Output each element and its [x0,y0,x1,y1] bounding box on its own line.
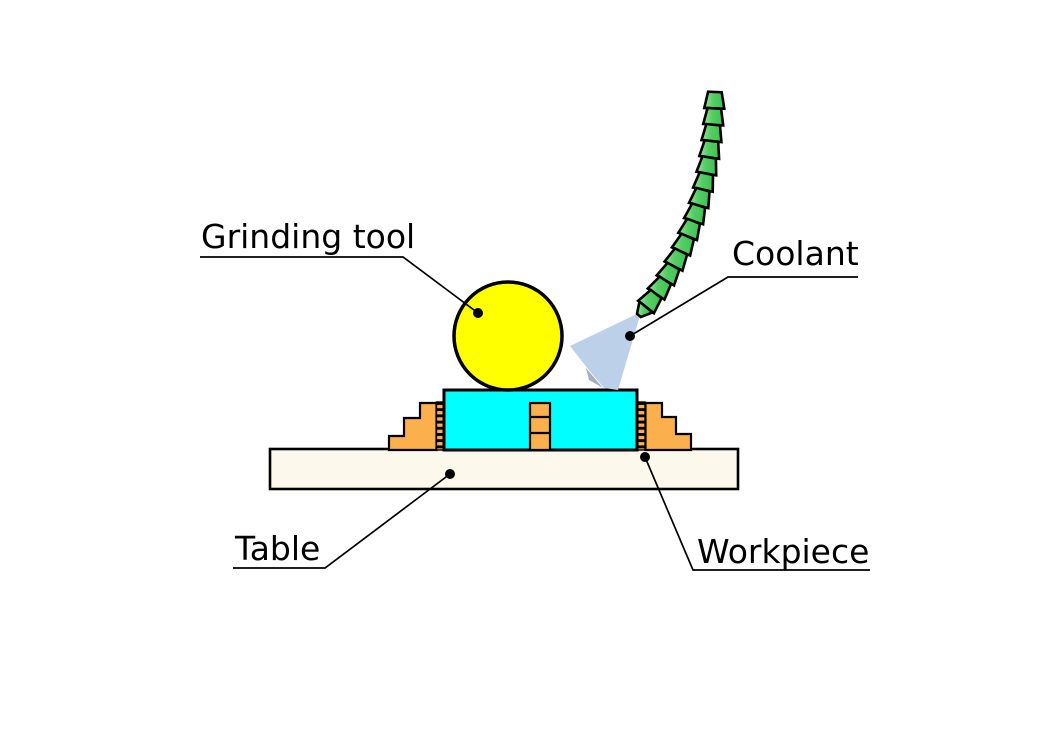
leader-line-grinding-tool [200,256,479,314]
coolant-hose [635,90,726,319]
hose-nozzle-tip [635,299,656,319]
coolant-spray-fold [586,368,603,388]
leader-dot-coolant [625,331,635,341]
leader-dots [445,308,650,479]
center-stud [528,401,552,452]
table-label: Table [234,529,320,568]
grinding-wheel [452,280,564,392]
leader-lines [200,256,870,571]
table-surface [268,447,740,491]
leader-line-coolant [629,276,858,337]
workpiece-label: Workpiece [697,532,869,571]
hose-segment [702,90,726,111]
leader-dot-workpiece [640,452,650,462]
center-stud-body [528,401,552,452]
coolant-label: Coolant [732,234,859,273]
leader-dot-grinding-tool [473,308,483,318]
grinding-tool-label: Grinding tool [201,217,415,256]
coolant-spray [570,312,641,390]
leader-dot-table [445,469,455,479]
leader-line-table [233,473,451,569]
leader-line-workpiece [644,456,870,571]
step-clamp-right [644,401,693,452]
